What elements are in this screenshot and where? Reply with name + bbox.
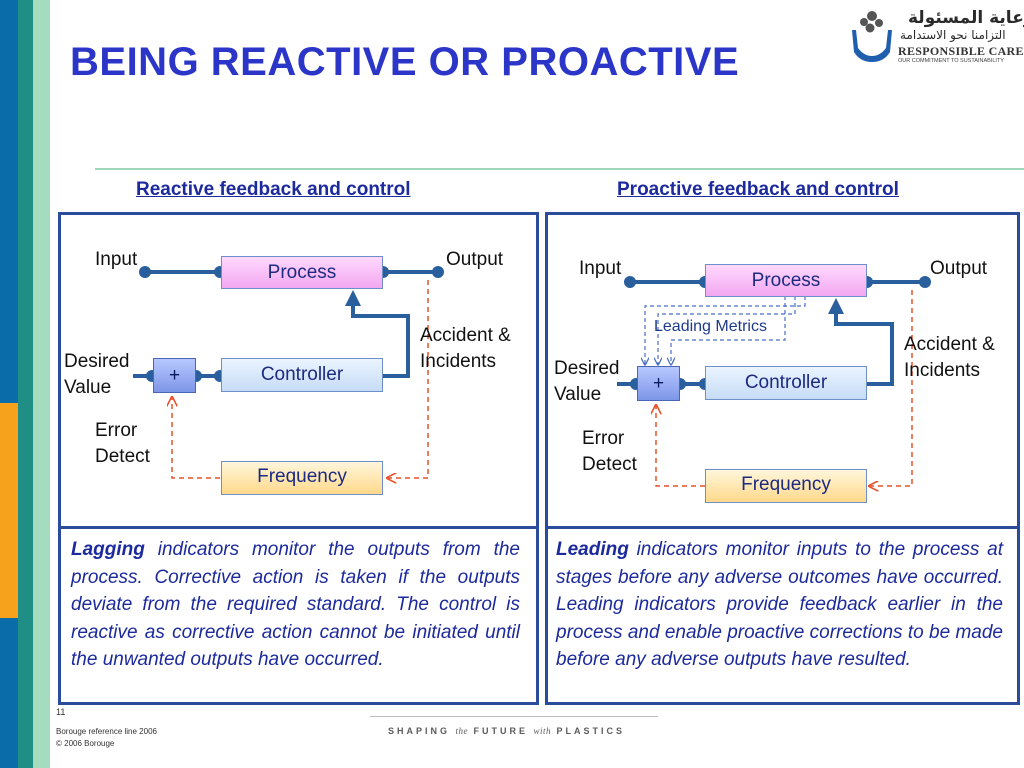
- proactive-heading: Proactive feedback and control: [617, 179, 899, 200]
- tagline-part-a: SHAPING: [388, 726, 456, 736]
- proactive-error-line1: Error: [582, 428, 625, 449]
- proactive-desired-line2: Value: [554, 384, 602, 405]
- proactive-description-text: indicators monitor inputs to the process…: [556, 539, 1003, 670]
- reactive-accident-line1: Accident &: [420, 325, 511, 346]
- reactive-desired-value-label: Desired Value: [64, 349, 129, 401]
- header-divider: [95, 168, 1024, 170]
- proactive-controller-box: Controller: [705, 366, 867, 400]
- left-strip-green: [33, 0, 50, 768]
- logo-tagline: OUR COMMITMENT TO SUSTAINABILITY: [898, 58, 1004, 64]
- reactive-controller-box: Controller: [221, 358, 383, 392]
- proactive-description-lead: Leading: [556, 539, 629, 560]
- reactive-description-panel: [58, 526, 539, 705]
- proactive-accident-line1: Accident &: [904, 334, 995, 355]
- proactive-description-panel: [545, 526, 1020, 705]
- footer-tagline: SHAPING the FUTURE with PLASTICS: [388, 726, 625, 736]
- logo-english-title: RESPONSIBLE CARE®: [898, 44, 1024, 58]
- reactive-error-line2: Detect: [95, 446, 150, 467]
- proactive-input-label: Input: [579, 258, 622, 279]
- tagline-divider: [370, 716, 658, 717]
- footer-reference: Borouge reference line 2006: [56, 727, 157, 736]
- footer-copyright: © 2006 Borouge: [56, 739, 115, 748]
- reactive-description-text: indicators monitor the outputs from the …: [71, 539, 520, 670]
- proactive-description: Leading indicators monitor inputs to the…: [556, 536, 1003, 674]
- reactive-wires: [133, 270, 438, 378]
- proactive-frequency-box: Frequency: [705, 469, 867, 503]
- tagline-the: the: [455, 726, 469, 736]
- tagline-part-b: FUTURE: [468, 726, 534, 736]
- left-strip-teal: [18, 0, 33, 768]
- reactive-output-label: Output: [446, 249, 504, 270]
- proactive-accident-label: Accident & Incidents: [904, 332, 995, 384]
- reactive-desired-line2: Value: [64, 377, 112, 398]
- reactive-feedback-dashed: [172, 280, 429, 478]
- proactive-desired-line1: Desired: [554, 358, 620, 379]
- proactive-feedback-dashed: [656, 290, 913, 486]
- proactive-output-label: Output: [930, 258, 988, 279]
- logo-arabic-subtitle: التزامنا نحو الاستدامة: [900, 28, 1006, 42]
- proactive-error-detect-label: Error Detect: [582, 426, 637, 478]
- reactive-error-detect-label: Error Detect: [95, 418, 150, 470]
- page-title: BEING REACTIVE OR PROACTIVE: [70, 40, 740, 84]
- logo-arabic-title: الرعاية المسئولة: [908, 8, 1024, 28]
- left-strip-orange: [0, 403, 18, 618]
- responsible-care-hands-icon: [852, 11, 892, 62]
- page-number: 11: [56, 707, 66, 717]
- proactive-process-box: Process: [705, 264, 867, 297]
- reactive-process-box: Process: [221, 256, 383, 289]
- proactive-accident-line2: Incidents: [904, 360, 981, 381]
- reactive-input-label: Input: [95, 249, 138, 270]
- reactive-summing-junction: +: [153, 358, 196, 393]
- proactive-desired-value-label: Desired Value: [554, 356, 619, 408]
- reactive-heading: Reactive feedback and control: [136, 179, 411, 200]
- tagline-part-c: PLASTICS: [551, 726, 626, 736]
- responsible-care-logo: الرعاية المسئولة التزامنا نحو الاستدامة …: [848, 6, 1024, 68]
- reactive-accident-line2: Incidents: [420, 351, 497, 372]
- reactive-frequency-box: Frequency: [221, 461, 383, 495]
- reactive-description: Lagging indicators monitor the outputs f…: [71, 536, 520, 674]
- reactive-error-line1: Error: [95, 420, 138, 441]
- proactive-error-line2: Detect: [582, 454, 637, 475]
- leading-metrics-dashed: [645, 296, 806, 364]
- reactive-desired-line1: Desired: [64, 351, 130, 372]
- proactive-summing-junction: +: [637, 366, 680, 401]
- tagline-with: with: [533, 726, 552, 736]
- reactive-description-lead: Lagging: [71, 539, 145, 560]
- reactive-accident-label: Accident & Incidents: [420, 323, 511, 375]
- leading-metrics-label: Leading Metrics: [654, 318, 767, 335]
